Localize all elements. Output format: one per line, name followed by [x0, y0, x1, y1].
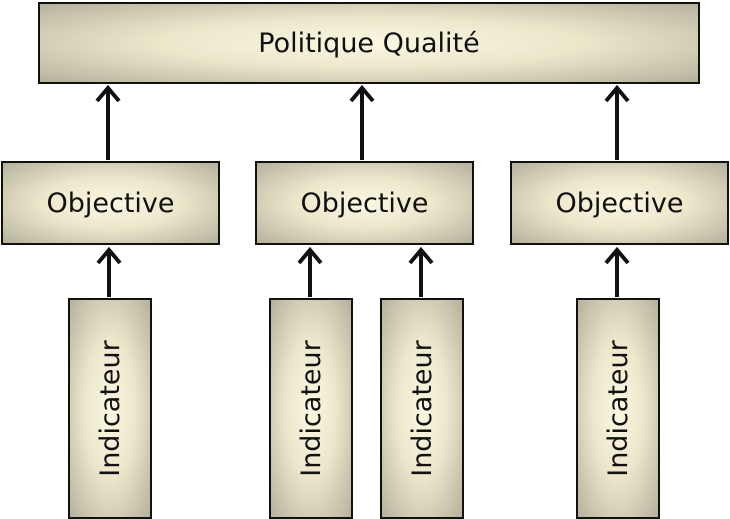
arrow-up-icon — [349, 84, 375, 160]
arrow-up-icon — [604, 84, 630, 160]
objective-label: Objective — [46, 187, 175, 219]
indicator-box-2: Indicateur — [269, 298, 353, 519]
arrow-up-icon — [297, 246, 323, 297]
policy-label: Politique Qualité — [258, 27, 480, 59]
objective-box-2: Objective — [255, 161, 474, 245]
indicator-box-1: Indicateur — [68, 298, 152, 519]
policy-box: Politique Qualité — [38, 2, 700, 84]
arrow-up-icon — [604, 246, 630, 297]
objective-label: Objective — [300, 187, 429, 219]
indicator-box-4: Indicateur — [576, 298, 660, 519]
objective-box-1: Objective — [1, 161, 220, 245]
objective-label: Objective — [555, 187, 684, 219]
arrow-up-icon — [96, 246, 122, 297]
indicator-box-3: Indicateur — [380, 298, 464, 519]
arrow-up-icon — [95, 84, 121, 160]
objective-box-3: Objective — [510, 161, 729, 245]
arrow-up-icon — [408, 246, 434, 297]
